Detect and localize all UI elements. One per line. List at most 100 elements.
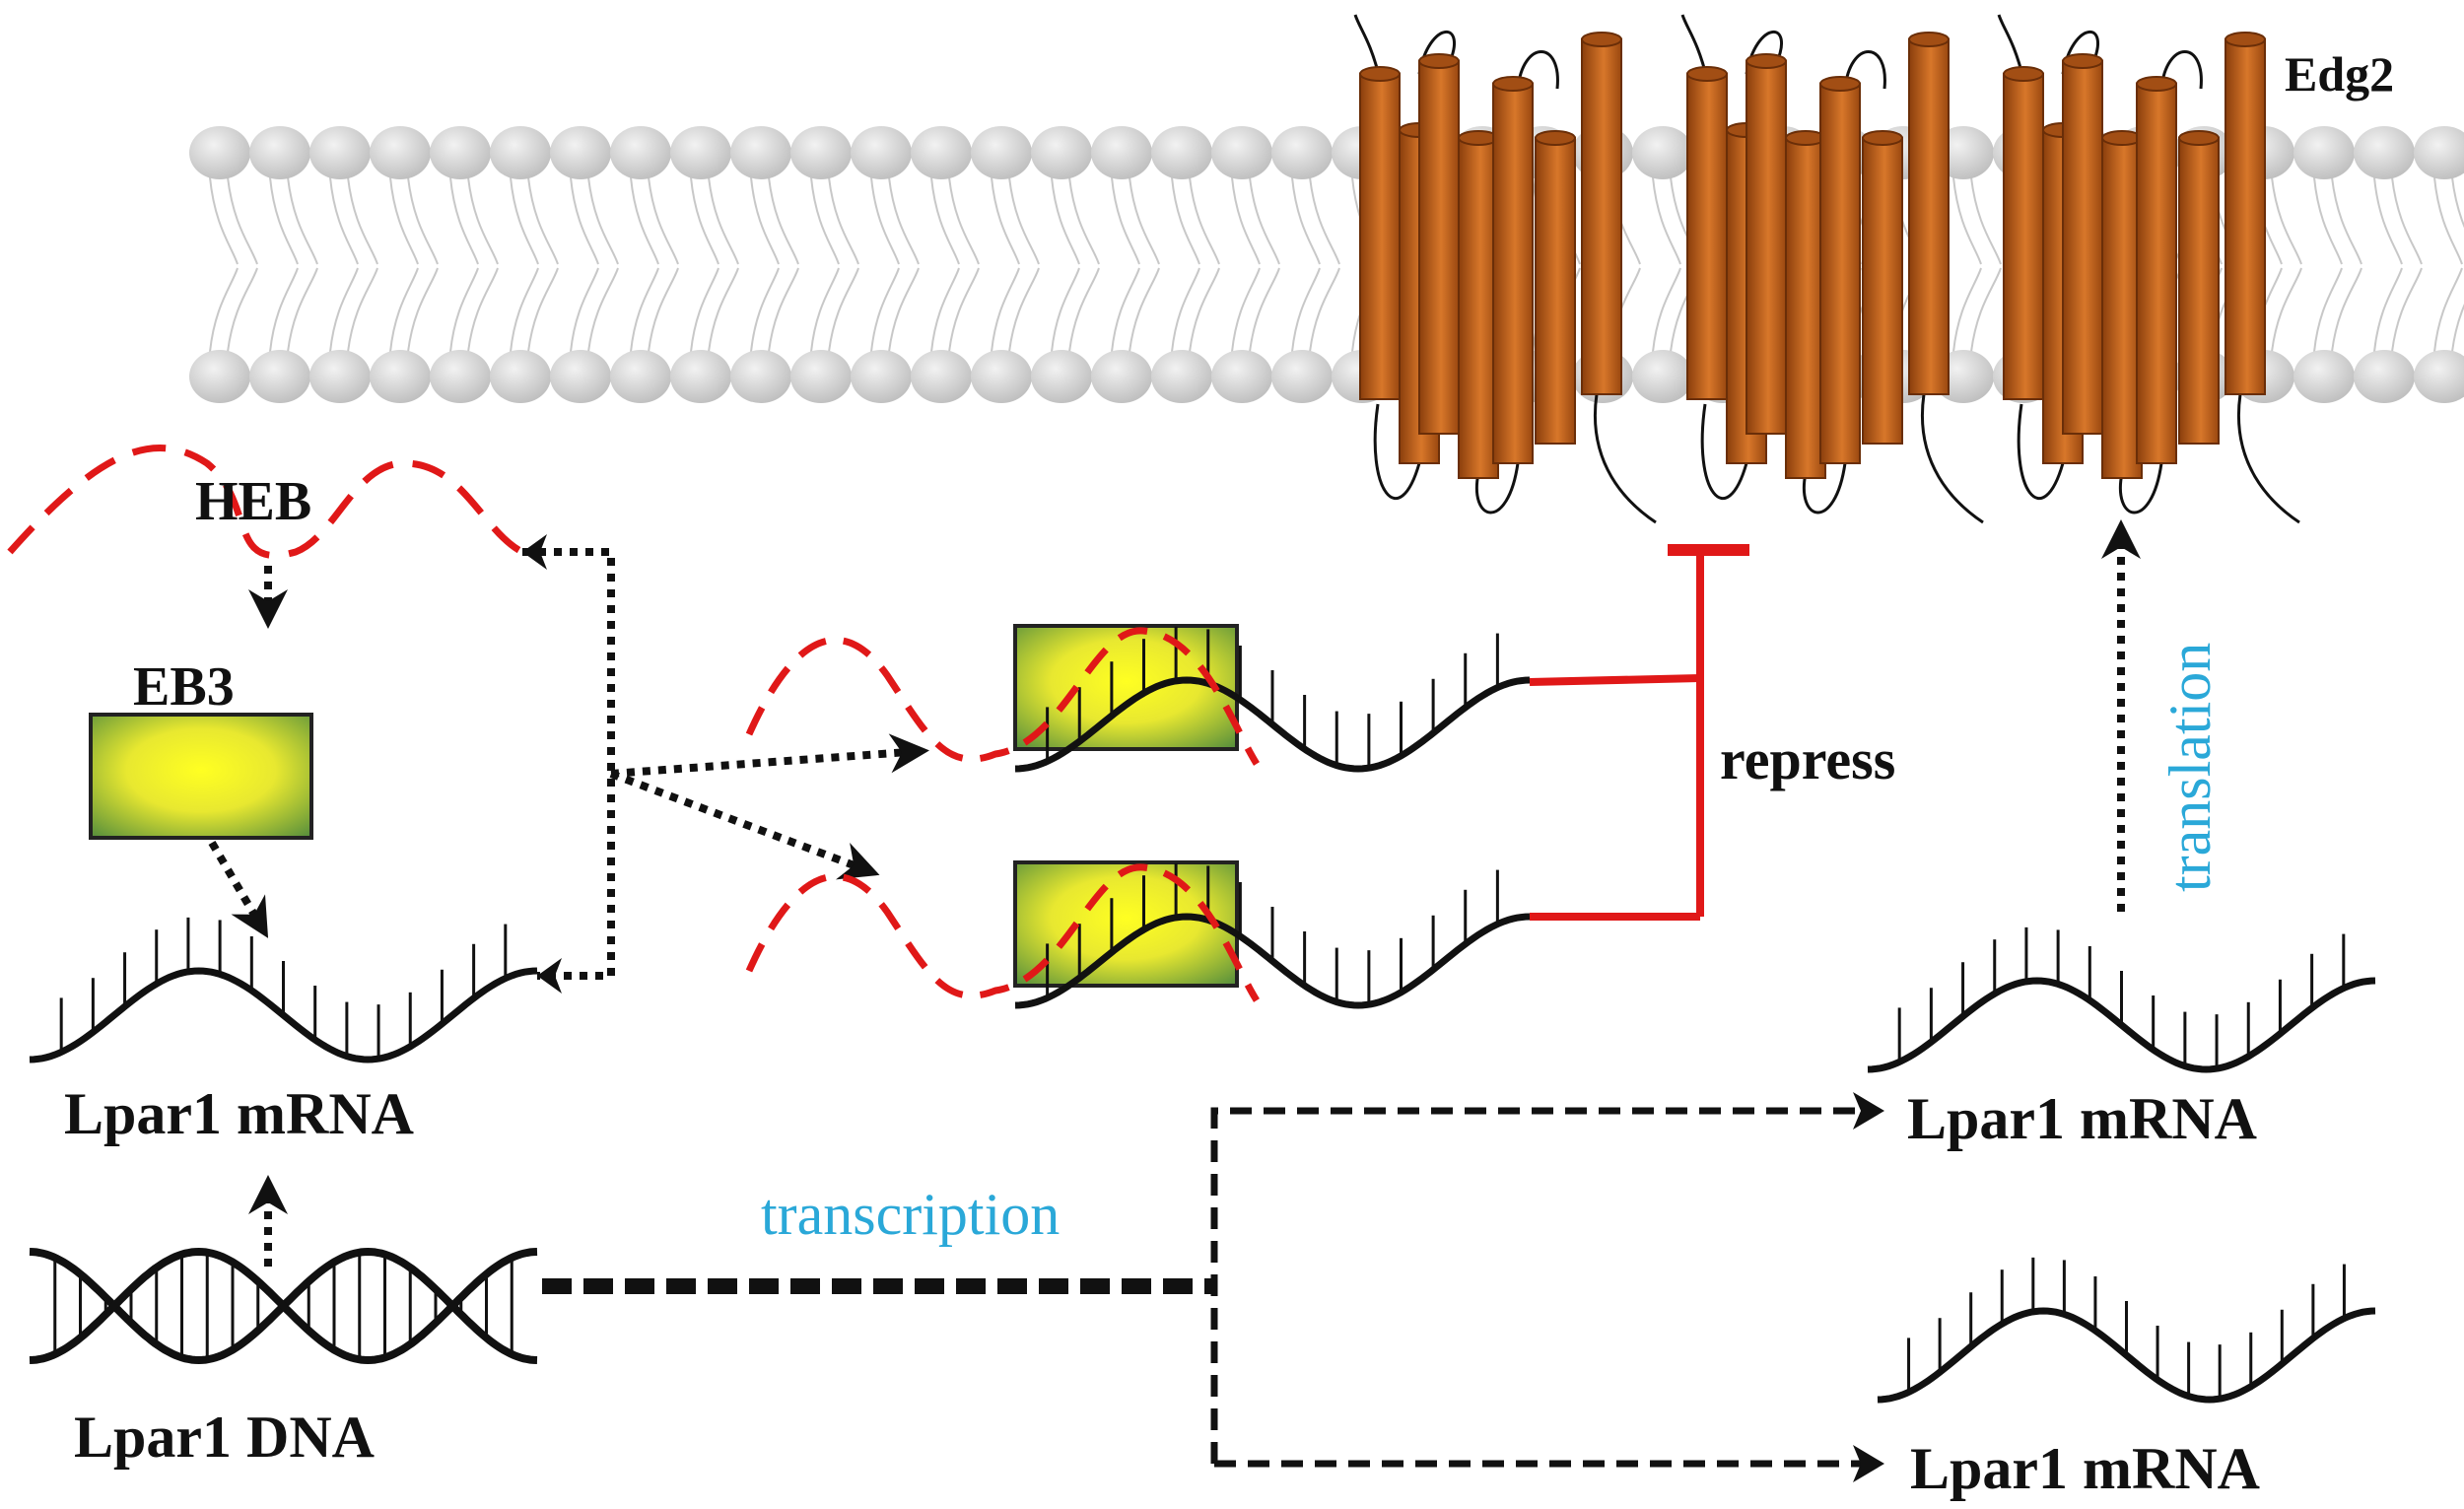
- transcription-split: [1210, 1107, 1863, 1464]
- helix-cap: [2224, 32, 2266, 47]
- lipid-tail: [510, 176, 539, 265]
- lipid-head: [1211, 350, 1272, 403]
- lipid-head: [851, 126, 912, 179]
- transmembrane-helix: [1686, 73, 1728, 400]
- intracellular-loop: [2017, 403, 2065, 501]
- lipid-tail: [1171, 267, 1200, 353]
- eb3-to-mrna-arrow: [208, 840, 269, 938]
- transmembrane-helix: [1819, 83, 1861, 464]
- lpar1-mrna-left: [29, 917, 538, 1063]
- lipid-head: [309, 350, 371, 403]
- extracellular-loop: [1516, 50, 1559, 90]
- lipid-tail: [2373, 267, 2403, 353]
- lipid-tail: [209, 176, 239, 265]
- lipid-tail: [888, 267, 920, 353]
- transcription-label: transcription: [761, 1182, 1060, 1247]
- lipid-tail: [991, 267, 1020, 353]
- lipid-head: [1091, 350, 1152, 403]
- lipid-tail: [449, 176, 479, 265]
- lipid-tail: [2271, 176, 2302, 265]
- lipid-tail: [269, 267, 299, 353]
- eb3-box: [1013, 624, 1239, 751]
- lipid-tail: [690, 267, 719, 353]
- lipid-tail: [1952, 267, 1982, 353]
- lipid-head: [430, 350, 491, 403]
- lipid-tail: [768, 176, 799, 265]
- lipid-tail: [1652, 176, 1681, 265]
- helix-cap: [1581, 32, 1622, 47]
- lipid-head: [1091, 126, 1152, 179]
- lipid-tail: [888, 176, 920, 265]
- intracellular-loop: [1373, 403, 1421, 501]
- arrow-to-complex-bottom: [609, 770, 880, 880]
- lipid-head: [2414, 126, 2464, 179]
- lipid-tail: [227, 267, 258, 353]
- transmembrane-helix: [1862, 137, 1903, 445]
- lipid-head: [730, 126, 791, 179]
- lipid-tail: [828, 267, 859, 353]
- lipid-head: [2293, 126, 2355, 179]
- helix-cap: [1745, 53, 1787, 69]
- lipid-tail: [648, 267, 679, 353]
- lipid-tail: [1068, 267, 1100, 353]
- dna-strand-b: [29, 1247, 538, 1365]
- lipid-tail: [768, 267, 799, 353]
- lpar1-mrna-right-top-label: Lpar1 mRNA: [1907, 1086, 2257, 1151]
- lipid-tail: [948, 176, 980, 265]
- lipid-tail: [1291, 176, 1321, 265]
- helix-cap: [1359, 66, 1401, 82]
- lipid-tail: [329, 176, 359, 265]
- heb-protein-dashed: [7, 445, 524, 559]
- lipid-head: [790, 126, 852, 179]
- edg2-receptors: [1353, 14, 2300, 524]
- transmembrane-helix: [1535, 137, 1576, 445]
- helix-cap: [1535, 130, 1576, 146]
- lpar1-mrna-right-top: [1867, 926, 2376, 1073]
- intracellular-loop: [1475, 462, 1520, 514]
- c-terminus: [2237, 393, 2300, 524]
- lpar1-mrna-right-bottom-label: Lpar1 mRNA: [1910, 1436, 2260, 1501]
- lipid-head: [1271, 350, 1333, 403]
- lipid-tail: [1189, 176, 1220, 265]
- lipid-tail: [389, 267, 419, 353]
- lipid-tail: [2391, 267, 2423, 353]
- edg2-receptor-3: [1997, 14, 2300, 524]
- transcription-arrowhead-bottom: [1853, 1445, 1884, 1482]
- lipid-tail: [2313, 176, 2343, 265]
- lipid-head: [971, 126, 1032, 179]
- lipid-tail: [930, 267, 960, 353]
- lipid-tail: [2451, 176, 2464, 229]
- lipid-tail: [2313, 267, 2343, 353]
- lipid-tail: [1111, 267, 1140, 353]
- extracellular-loop: [1843, 50, 1886, 90]
- c-terminus: [1594, 393, 1657, 524]
- lipid-tail: [1008, 267, 1040, 353]
- lipid-tail: [1171, 176, 1200, 265]
- lipid-tail: [1249, 176, 1280, 265]
- heb-eb3-mrna-complex-bottom: [745, 860, 1531, 1009]
- lipid-tail: [1231, 176, 1261, 265]
- lipid-head: [490, 350, 551, 403]
- lipid-head: [2354, 126, 2415, 179]
- lipid-tail: [407, 176, 439, 265]
- lipid-tail: [648, 176, 679, 265]
- lipid-tail: [1291, 267, 1321, 353]
- lipid-head: [851, 350, 912, 403]
- lipid-head: [1632, 126, 1693, 179]
- lipid-tail: [708, 267, 739, 353]
- lipid-head: [670, 350, 731, 403]
- lipid-tail: [1309, 176, 1340, 265]
- lpar1-mrna-right-bottom: [1877, 1257, 2376, 1404]
- lipid-head: [670, 126, 731, 179]
- lipid-tail: [870, 176, 900, 265]
- lipid-head: [430, 126, 491, 179]
- transmembrane-helix: [1418, 60, 1460, 435]
- transmembrane-helix: [1492, 83, 1534, 464]
- lipid-tail: [1970, 176, 2002, 265]
- transmembrane-helix: [2062, 60, 2103, 435]
- intracellular-loop: [2119, 462, 2163, 514]
- lipid-head: [370, 126, 431, 179]
- lipid-tail: [1952, 176, 1982, 265]
- lipid-tail: [527, 267, 559, 353]
